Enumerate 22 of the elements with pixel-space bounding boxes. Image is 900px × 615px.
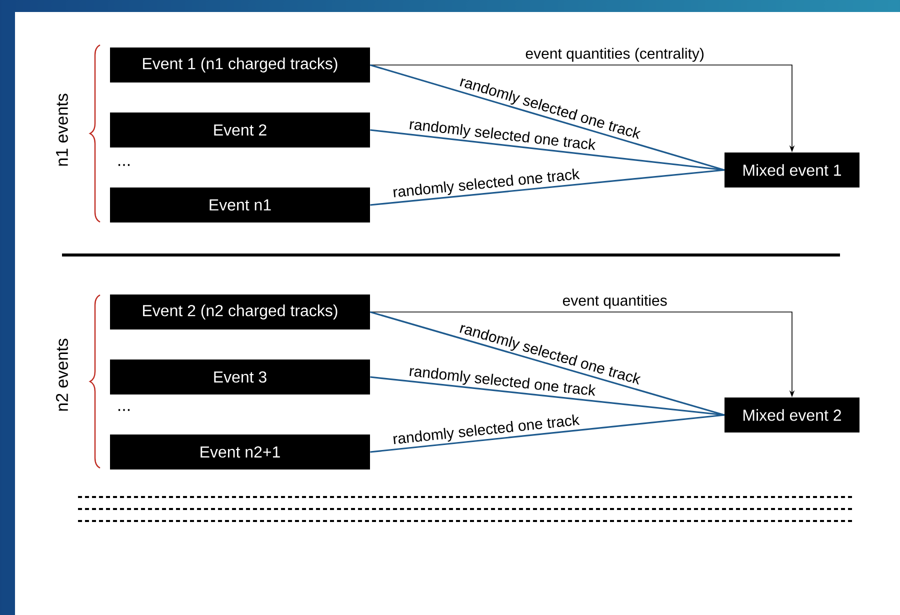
event-box: Mixed event 1 <box>724 152 860 188</box>
event-box: Event n2+1 <box>110 434 370 470</box>
event-box: Mixed event 2 <box>724 398 860 432</box>
event-box: Event 2 (n2 charged tracks) <box>110 294 370 330</box>
line <box>370 64 725 171</box>
edge-label: randomly selected one track <box>393 168 580 198</box>
event-box: Event 1 (n1 charged tracks) <box>110 48 370 82</box>
group-label: n2 events <box>56 338 68 411</box>
event-box: Event 3 <box>110 360 370 394</box>
line <box>370 414 724 453</box>
line <box>370 129 724 171</box>
edge-label: event quantities (centrality) <box>526 48 704 62</box>
ellipsis: ... <box>118 164 130 166</box>
ellipsis: ... <box>118 409 130 411</box>
event-box: Event n1 <box>110 188 370 222</box>
edge-label: event quantities <box>562 294 667 309</box>
line <box>370 169 724 206</box>
edge-label: randomly selected one track <box>393 414 580 444</box>
event-box: Event 2 <box>110 112 370 148</box>
line <box>370 311 725 416</box>
group-label: n1 events <box>56 94 68 166</box>
line <box>370 376 724 416</box>
